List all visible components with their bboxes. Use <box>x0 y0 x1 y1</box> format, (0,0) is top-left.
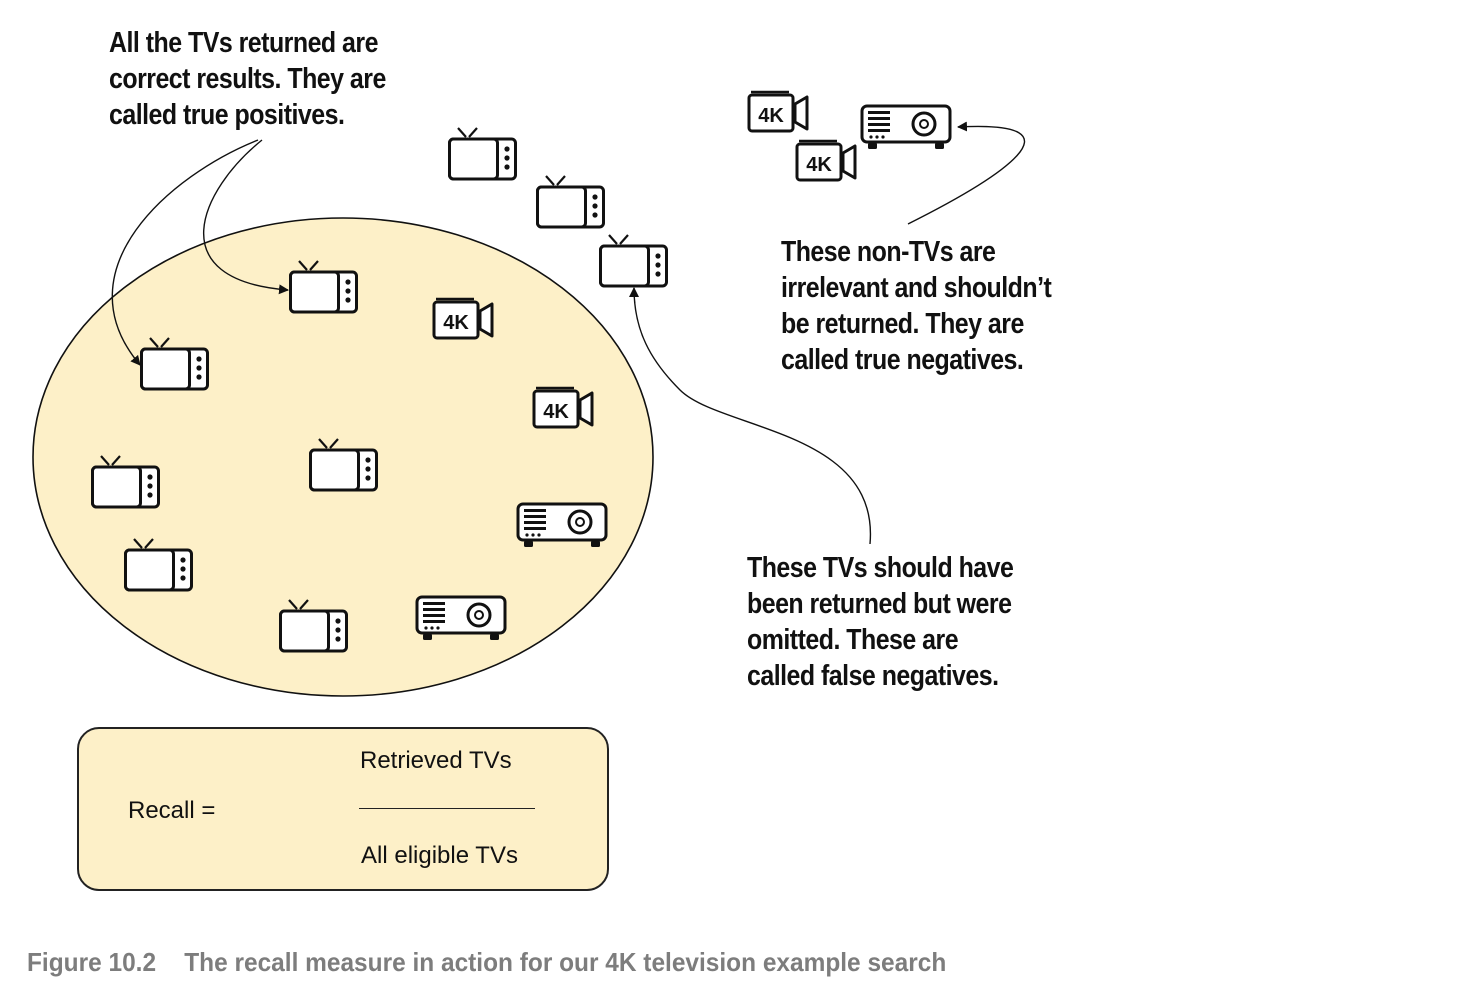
callout-line: These non-TVs are <box>781 236 996 268</box>
projector-icon <box>415 595 507 642</box>
true-positive-arrow-2 <box>203 139 289 295</box>
4k-camera-icon <box>747 90 809 133</box>
tv-icon <box>536 174 605 229</box>
callout-line: be returned. They are <box>781 308 1024 340</box>
recall-formula-box: Recall = Retrieved TVs All eligible TVs <box>77 727 609 891</box>
callout-line: irrelevant and shouldn’t <box>781 272 1052 304</box>
callout-line: called true negatives. <box>781 344 1024 376</box>
true-positives-callout: All the TVs returned are correct results… <box>109 25 386 133</box>
figure-caption: Figure 10.2 The recall measure in action … <box>27 947 946 978</box>
callout-line: called false negatives. <box>747 660 999 692</box>
callout-line: All the TVs returned are <box>109 27 378 59</box>
true-negative-arrow <box>907 121 1026 225</box>
callout-line: been returned but were <box>747 588 1012 620</box>
callout-line: omitted. These are <box>747 624 959 656</box>
projector-icon <box>860 104 952 151</box>
formula-denominator: All eligible TVs <box>361 842 518 869</box>
callout-line: called true positives. <box>109 99 345 131</box>
fraction-bar <box>359 808 535 809</box>
projector-icon <box>516 502 608 549</box>
figure-number: Figure 10.2 <box>27 947 157 977</box>
tv-icon <box>448 126 517 181</box>
callout-line: correct results. They are <box>109 63 386 95</box>
false-negatives-callout: These TVs should have been returned but … <box>747 550 1014 694</box>
tv-icon <box>599 233 668 288</box>
true-negatives-callout: These non-TVs are irrelevant and shouldn… <box>781 234 1052 378</box>
recall-label: Recall = <box>128 797 216 824</box>
true-positive-arrow-1 <box>111 139 259 366</box>
callout-line: These TVs should have <box>747 552 1014 584</box>
formula-numerator: Retrieved TVs <box>360 747 512 774</box>
figure-caption-text: The recall measure in action for our 4K … <box>184 947 947 977</box>
4k-camera-icon <box>795 139 857 182</box>
false-negative-arrow <box>629 287 871 545</box>
